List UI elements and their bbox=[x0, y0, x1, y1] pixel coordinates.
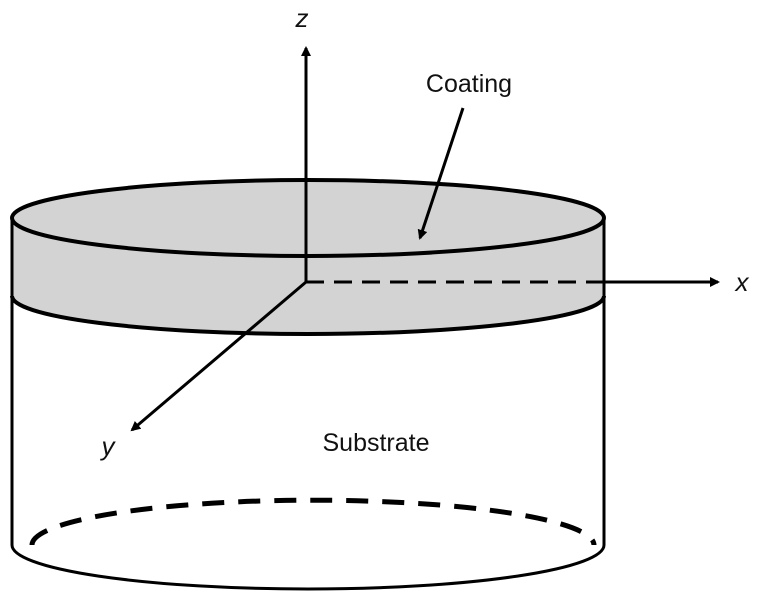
coating-bottom-interface bbox=[10, 295, 606, 336]
coating-layer bbox=[10, 178, 606, 336]
y-axis-label: y bbox=[100, 431, 117, 461]
substrate-bottom-back-edge bbox=[29, 497, 597, 546]
axes bbox=[130, 46, 720, 432]
substrate-bottom-front-edge bbox=[10, 296, 606, 591]
coating-label: Coating bbox=[426, 70, 512, 98]
x-axis-label: x bbox=[734, 267, 750, 297]
coating-pointer-arrow bbox=[417, 107, 465, 240]
y-axis bbox=[130, 280, 307, 432]
substrate-body bbox=[10, 296, 606, 591]
z-axis-label: z bbox=[295, 3, 309, 33]
substrate-label: Substrate bbox=[322, 429, 429, 457]
coating-band bbox=[12, 218, 604, 334]
coating-top-surface bbox=[10, 178, 606, 258]
